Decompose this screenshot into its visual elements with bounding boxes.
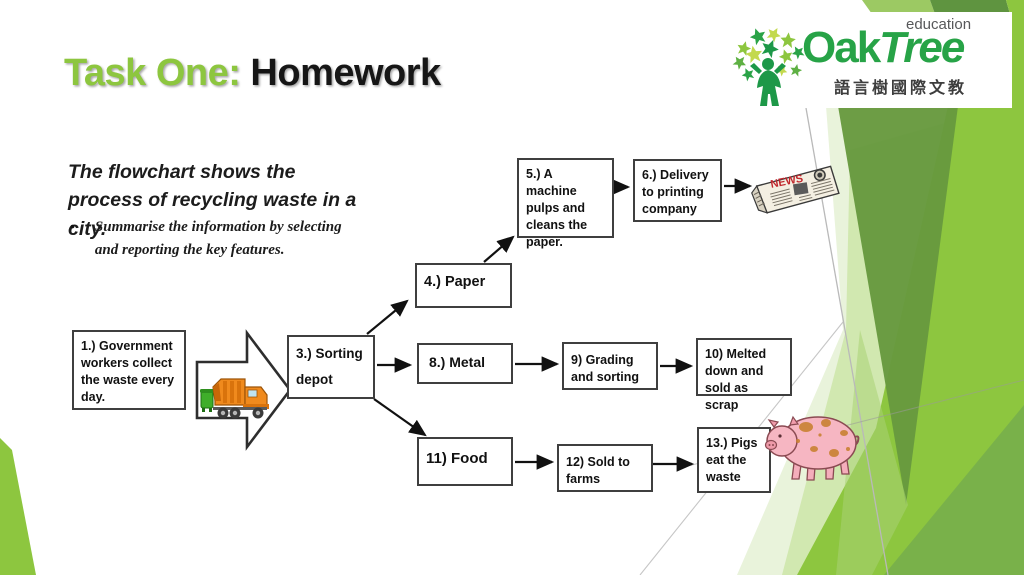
bullet-item: • Summarise the information by selecting… xyxy=(70,216,380,261)
bullet-text: Summarise the information by selecting a… xyxy=(94,219,342,258)
flow-box-machine-pulps: 5.) A machine pulps and cleans the paper… xyxy=(517,158,614,249)
flow-box-metal: 8.) Metal xyxy=(417,343,513,384)
logo-chinese-label: 語言樹國際文教 xyxy=(834,80,968,97)
page-title: Task One:Homework xyxy=(64,52,441,95)
bullet-marker: • xyxy=(70,218,75,234)
logo-education-label: education xyxy=(906,16,972,33)
title-rest: Homework xyxy=(250,52,441,94)
flow-box-collect: 1.) Government workers collect the waste… xyxy=(72,330,186,410)
flow-box-pigs-eat: 13.) Pigs eat the waste xyxy=(697,427,771,493)
flow-box-melted-scrap: 10) Melted down and sold as scrap xyxy=(696,338,792,412)
intro-text: The flowchart shows the process of recyc… xyxy=(68,161,357,240)
flow-box-sold-farms: 12) Sold to farms xyxy=(557,444,653,492)
oaktree-logo: OakTree education 語言樹國際文教 xyxy=(728,12,1012,108)
flow-box-delivery-printing: 6.) Delivery to printing company xyxy=(633,159,722,222)
flow-box-paper: 4.) Paper xyxy=(415,263,512,308)
pig-icon xyxy=(764,415,860,481)
flow-box-food: 11) Food xyxy=(417,437,513,486)
garbage-truck-icon xyxy=(200,378,269,419)
logo-tree-word: Tree xyxy=(879,23,965,72)
newspaper-icon: NEWS xyxy=(751,165,840,214)
flow-box-sorting-depot: 3.) Sorting depot xyxy=(287,335,375,399)
logo-wordmark: OakTree xyxy=(802,23,965,72)
title-accent: Task One: xyxy=(64,52,241,94)
tree-icon xyxy=(730,26,807,106)
flow-box-grading-sorting: 9) Grading and sorting xyxy=(562,342,658,390)
logo-oak: Oak xyxy=(802,23,881,72)
